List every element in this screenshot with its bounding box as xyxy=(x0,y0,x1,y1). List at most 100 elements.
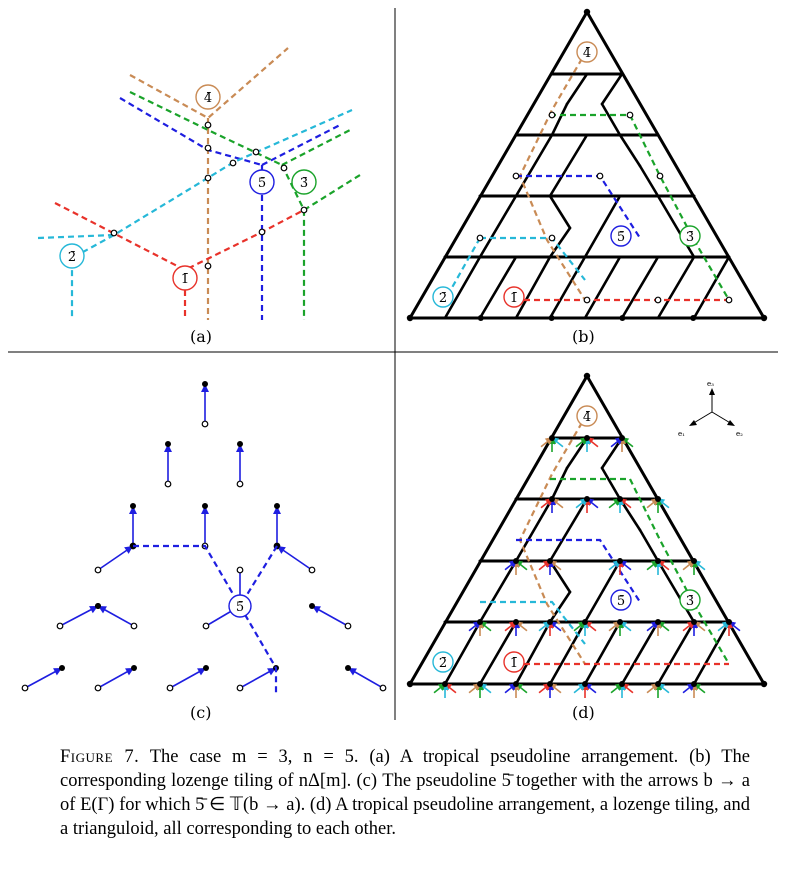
vertex-dot xyxy=(95,603,101,609)
label-2-text: 2̄ xyxy=(68,250,76,265)
vertex-dot xyxy=(547,619,553,625)
line-2-diag xyxy=(37,108,353,240)
label-1-text: 1̄ xyxy=(510,656,518,671)
lozenge-edge xyxy=(443,255,482,320)
vertex-dot xyxy=(617,496,623,502)
lozenge-edge xyxy=(583,255,622,320)
vertex-dot xyxy=(582,619,588,625)
vertex-dot xyxy=(584,496,590,502)
label-2-ring xyxy=(432,286,454,308)
crossing-node xyxy=(379,684,387,692)
lozenge-edge xyxy=(600,102,622,137)
panel-b-lozenge-tiling: 4̄5̄3̄2̄1̄ xyxy=(406,8,768,322)
label-4-text: 4̄ xyxy=(583,410,591,425)
crossing-node xyxy=(110,229,118,237)
line-1-diag xyxy=(54,202,305,272)
line-2-lower xyxy=(444,237,481,301)
vertex-dot xyxy=(406,680,414,688)
crossing-node xyxy=(166,684,174,692)
arrow-4-head xyxy=(201,506,209,514)
vertex-dot xyxy=(442,681,448,687)
lozenge-edge xyxy=(478,255,518,320)
lozenge-edge xyxy=(548,590,572,624)
line-5 xyxy=(516,538,641,603)
crossing-node xyxy=(548,111,556,119)
label-5-text: 5̄ xyxy=(236,600,244,615)
lozenge-edge xyxy=(638,164,660,198)
lozenge-edge xyxy=(478,194,518,259)
arrow-3-head xyxy=(129,506,137,514)
lozenge-edge xyxy=(548,226,572,259)
vertex-dot xyxy=(165,441,171,447)
vertex-dot xyxy=(619,681,625,687)
vertex-dot xyxy=(407,315,413,321)
line-3-branch xyxy=(281,129,351,166)
crossing-node xyxy=(94,566,102,574)
vertex-dot xyxy=(202,381,208,387)
lozenge-edge xyxy=(583,620,622,686)
caption-text: The case m = 3, n = 5. (a) A tropical ps… xyxy=(60,747,750,839)
vertex-dot xyxy=(547,558,553,564)
line-2 xyxy=(480,600,586,645)
vertex-dot xyxy=(655,619,661,625)
caption-figure-number: Figure 7. xyxy=(60,747,140,767)
crossing-node xyxy=(21,684,29,692)
label-2-text: 2̄ xyxy=(439,656,447,671)
label-3-ring xyxy=(679,589,701,611)
label-2-text: 2̄ xyxy=(439,291,447,306)
lozenge-edge xyxy=(656,620,696,686)
crossing-node xyxy=(626,111,634,119)
axes-glyph: e₃ e₁ e₂ xyxy=(678,380,743,438)
label-5-ring xyxy=(249,169,275,195)
vertex-dot xyxy=(131,665,137,671)
line-3-right xyxy=(303,174,361,211)
line-5-branch xyxy=(261,124,341,166)
crossing-node xyxy=(202,622,210,630)
crossing-node xyxy=(656,172,664,180)
vertex-dot xyxy=(691,681,697,687)
lozenge-edge xyxy=(548,620,587,686)
vertex-dot xyxy=(583,8,591,16)
crossing-node xyxy=(204,262,212,270)
crossing-node xyxy=(548,234,556,242)
line-3 xyxy=(550,477,730,665)
lozenge-edge xyxy=(656,255,696,320)
label-5-ring xyxy=(610,589,632,611)
crossing-node xyxy=(204,174,212,182)
label-5-ring xyxy=(610,225,632,247)
crossing-node xyxy=(229,159,237,167)
lozenge-edge xyxy=(583,194,622,259)
line-2-vertical xyxy=(70,234,115,320)
panel-label-c: (c) xyxy=(190,703,212,722)
line-5-left xyxy=(133,544,241,607)
crossing-node xyxy=(308,566,316,574)
crossing-node xyxy=(236,684,244,692)
panel-c-pseudoline-arrows: 5̄ xyxy=(21,381,387,694)
crossing-node xyxy=(252,148,260,156)
line-3 xyxy=(550,113,730,301)
crossing-node xyxy=(596,172,604,180)
vertex-dot xyxy=(203,665,209,671)
lozenge-edge xyxy=(478,559,518,624)
crossing-node xyxy=(236,480,244,488)
vertex-dot xyxy=(59,665,65,671)
lozenge-edge xyxy=(514,133,554,198)
vertex-dot xyxy=(237,441,243,447)
label-1-ring xyxy=(172,265,198,291)
label-1-text: 1̄ xyxy=(510,291,518,306)
vertex-dot xyxy=(583,372,591,380)
crossing-node xyxy=(201,420,209,428)
panel-label-a: (a) xyxy=(190,327,213,346)
crossing-node xyxy=(236,566,244,574)
label-4-ring xyxy=(576,41,598,63)
lozenge-edge xyxy=(514,255,552,320)
label-5-text: 5̄ xyxy=(617,230,625,245)
lozenge-edge xyxy=(550,102,569,137)
vertex-dot xyxy=(202,503,208,509)
vertex-dot xyxy=(761,315,767,321)
vertex-dot xyxy=(582,681,588,687)
lozenge-edge xyxy=(514,620,552,686)
vertex-dot xyxy=(584,435,590,441)
arrow-5-head xyxy=(273,506,281,514)
crossing-node xyxy=(725,296,733,304)
